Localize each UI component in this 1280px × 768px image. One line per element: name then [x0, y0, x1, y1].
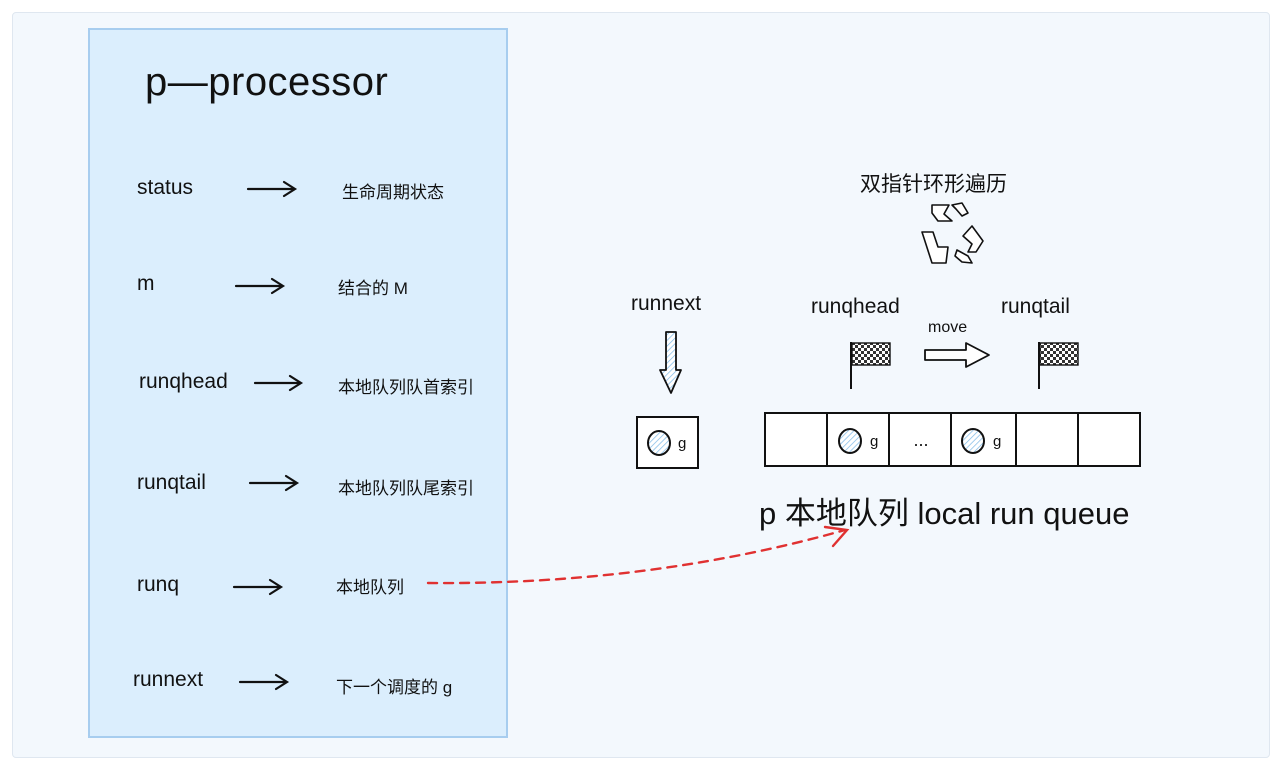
field-m-desc: 结合的 M	[338, 279, 408, 298]
runnext-g-label: g	[678, 435, 686, 452]
field-m-arrow	[234, 277, 286, 295]
field-status-name: status	[137, 176, 194, 199]
queue-slot	[888, 412, 952, 467]
runnext-label: runnext	[631, 292, 702, 315]
field-runqtail-name: runqtail	[137, 471, 206, 494]
runqhead-flag-icon	[850, 342, 891, 389]
cycle-label: 双指针环形遍历	[860, 173, 1007, 196]
runq-link-arrow	[426, 525, 850, 585]
field-runq-name: runq	[137, 573, 180, 596]
local-run-queue	[764, 412, 1141, 467]
goroutine-circle-icon	[961, 428, 985, 454]
queue-slot	[1077, 412, 1141, 467]
field-runnext-arrow	[238, 673, 290, 691]
field-runq-desc: 本地队列	[336, 578, 404, 597]
down-arrow-icon	[659, 331, 682, 394]
field-runnext-desc: 下一个调度的 g	[336, 678, 453, 697]
field-runqhead-desc: 本地队列队首索引	[338, 378, 474, 397]
field-runnext-name: runnext	[133, 668, 204, 691]
field-status-arrow	[246, 180, 298, 198]
runnext-g-box	[636, 416, 699, 469]
field-runqhead-arrow	[253, 374, 304, 392]
panel-title: p—processor	[145, 60, 389, 104]
right-arrow-icon	[924, 342, 990, 368]
field-status-desc: 生命周期状态	[342, 183, 444, 202]
field-runqtail-arrow	[248, 474, 300, 492]
queue-g-label: g	[870, 433, 878, 450]
runqtail-flag-icon	[1038, 342, 1079, 389]
move-label: move	[928, 319, 968, 336]
recycle-icon	[921, 202, 984, 264]
field-runq-arrow	[232, 578, 284, 596]
field-runqtail-desc: 本地队列队尾索引	[338, 479, 474, 498]
runqhead-label: runqhead	[811, 295, 900, 318]
goroutine-circle-icon	[838, 428, 862, 454]
queue-caption: p 本地队列 local run queue	[759, 496, 1130, 531]
runqtail-label: runqtail	[1001, 295, 1070, 318]
queue-slot	[1015, 412, 1079, 467]
field-runqhead-name: runqhead	[139, 370, 228, 393]
queue-ellipsis: ...	[913, 430, 928, 450]
queue-slot	[764, 412, 828, 467]
field-m-name: m	[137, 272, 155, 295]
queue-g-label: g	[993, 433, 1001, 450]
